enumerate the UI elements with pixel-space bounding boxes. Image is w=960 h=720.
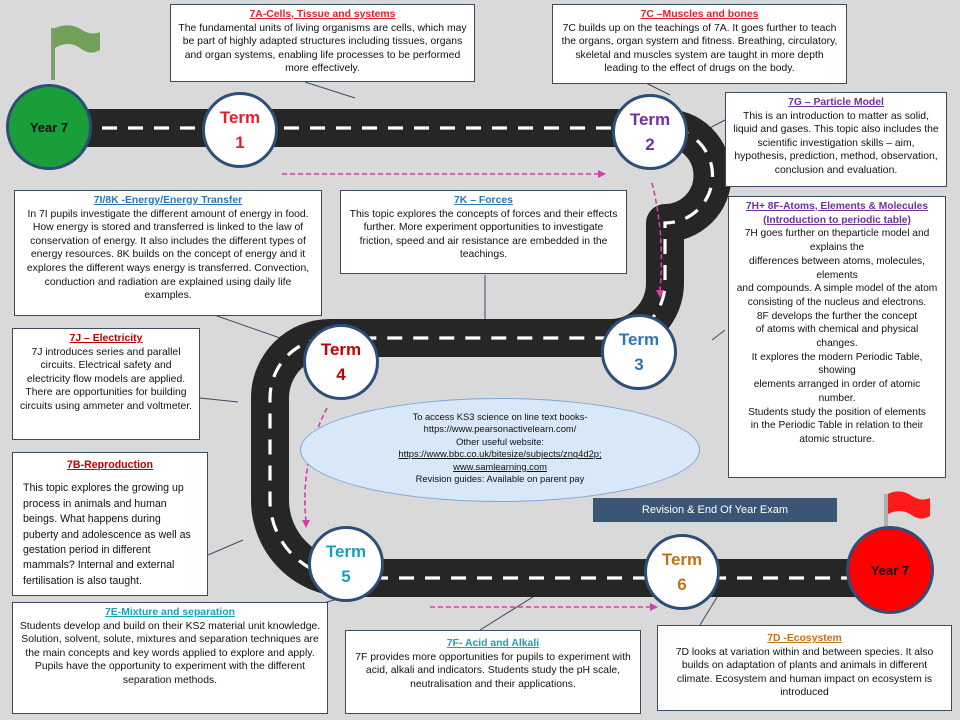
term-number: 1 xyxy=(235,133,245,152)
term-number: 2 xyxy=(645,135,655,154)
end-year-circle: Year 7 xyxy=(846,526,934,614)
topic-7d-box: 7D -Ecosystem 7D looks at variation with… xyxy=(657,625,952,711)
topic-7c-title: 7C –Muscles and bones xyxy=(640,9,759,20)
topic-7b-box: 7B-Reproduction This topic explores the … xyxy=(12,452,208,596)
term-5-circle: Term 5 xyxy=(308,526,384,602)
topic-7e-box: 7E-Mixture and separation Students devel… xyxy=(12,602,328,714)
bbc-bitesize-link[interactable]: https://www.bbc.co.uk/bitesize/subjects/… xyxy=(398,448,602,460)
topic-7k-box: 7K – Forces This topic explores the conc… xyxy=(340,190,627,274)
term-1-circle: Term 1 xyxy=(202,92,278,168)
topic-7a-body: The fundamental units of living organism… xyxy=(178,22,467,75)
topic-7i-8k-box: 7I/8K -Energy/Energy Transfer In 7I pupi… xyxy=(14,190,322,316)
term-3-circle: Term 3 xyxy=(601,314,677,390)
topic-7d-title: 7D -Ecosystem xyxy=(767,633,842,644)
connector-arrowheads xyxy=(302,170,664,611)
green-flag-icon xyxy=(51,25,100,80)
topic-7h-8f-box: 7H+ 8F-Atoms, Elements & Molecules (Intr… xyxy=(728,196,946,478)
revision-banner: Revision & End Of Year Exam xyxy=(593,498,837,522)
start-label: Year 7 xyxy=(29,119,69,135)
topic-7j-title: 7J – Electricity xyxy=(69,333,143,344)
topic-7k-body: This topic explores the concepts of forc… xyxy=(349,208,618,261)
topic-7d-body: 7D looks at variation within and between… xyxy=(675,646,934,699)
topic-7k-title: 7K – Forces xyxy=(454,195,513,206)
term-word: Term xyxy=(618,330,660,349)
topic-7g-body: This is an introduction to matter as sol… xyxy=(733,110,939,176)
topic-7j-body: 7J introduces series and parallel circui… xyxy=(19,346,193,412)
resources-line-1: To access KS3 science on line text books… xyxy=(412,411,588,422)
term-word: Term xyxy=(320,340,362,359)
topic-7h-8f-title: 7H+ 8F-Atoms, Elements & Molecules (Intr… xyxy=(745,201,928,226)
topic-7f-title: 7F- Acid and Alkali xyxy=(446,638,540,649)
topic-7i-8k-body: In 7I pupils investigate the different a… xyxy=(26,208,310,302)
term-word: Term xyxy=(219,108,261,127)
term-number: 5 xyxy=(341,567,351,586)
term-word: Term xyxy=(629,110,671,129)
topic-7g-title: 7G – Particle Model xyxy=(788,97,884,108)
topic-7b-body: This topic explores the growing up proce… xyxy=(23,482,191,587)
term-word: Term xyxy=(661,550,703,569)
term-number: 3 xyxy=(634,355,644,374)
topic-7a-box: 7A-Cells, Tissue and systems The fundame… xyxy=(170,4,475,82)
topic-7f-box: 7F- Acid and Alkali 7F provides more opp… xyxy=(345,630,641,714)
topic-7e-body: Students develop and build on their KS2 … xyxy=(19,620,321,686)
red-flag-icon xyxy=(884,491,930,530)
samlearning-link[interactable]: www.samlearning.com xyxy=(453,460,547,472)
resources-ellipse: To access KS3 science on line text books… xyxy=(300,398,700,502)
term-number: 6 xyxy=(677,575,687,594)
topic-7h-8f-body: 7H goes further on theparticle model and… xyxy=(736,228,938,445)
term-2-circle: Term 2 xyxy=(612,94,688,170)
term-number: 4 xyxy=(336,365,346,384)
topic-7g-box: 7G – Particle Model This is an introduct… xyxy=(725,92,947,187)
end-label: Year 7 xyxy=(870,562,910,578)
revision-label: Revision & End Of Year Exam xyxy=(641,504,789,516)
term-word: Term xyxy=(325,542,367,561)
term-4-circle: Term 4 xyxy=(303,324,379,400)
topic-7c-box: 7C –Muscles and bones 7C builds up on th… xyxy=(552,4,847,84)
topic-7a-title: 7A-Cells, Tissue and systems xyxy=(249,9,396,20)
resources-line-2: https://www.pearsonactivelearn.com/ xyxy=(423,423,577,435)
resources-line-3: Other useful website: xyxy=(455,435,545,447)
start-year-circle: Year 7 xyxy=(6,84,92,170)
topic-7e-title: 7E-Mixture and separation xyxy=(105,607,235,618)
topic-7i-8k-title: 7I/8K -Energy/Energy Transfer xyxy=(93,195,243,206)
topic-7b-title: 7B-Reproduction xyxy=(67,459,153,471)
topic-7f-body: 7F provides more opportunities for pupil… xyxy=(355,651,631,690)
resources-line-6: Revision guides: Available on parent pay xyxy=(415,473,585,485)
topic-7j-box: 7J – Electricity 7J introduces series an… xyxy=(12,328,200,440)
term-6-circle: Term 6 xyxy=(644,534,720,610)
topic-7c-body: 7C builds up on the teachings of 7A. It … xyxy=(561,22,838,75)
